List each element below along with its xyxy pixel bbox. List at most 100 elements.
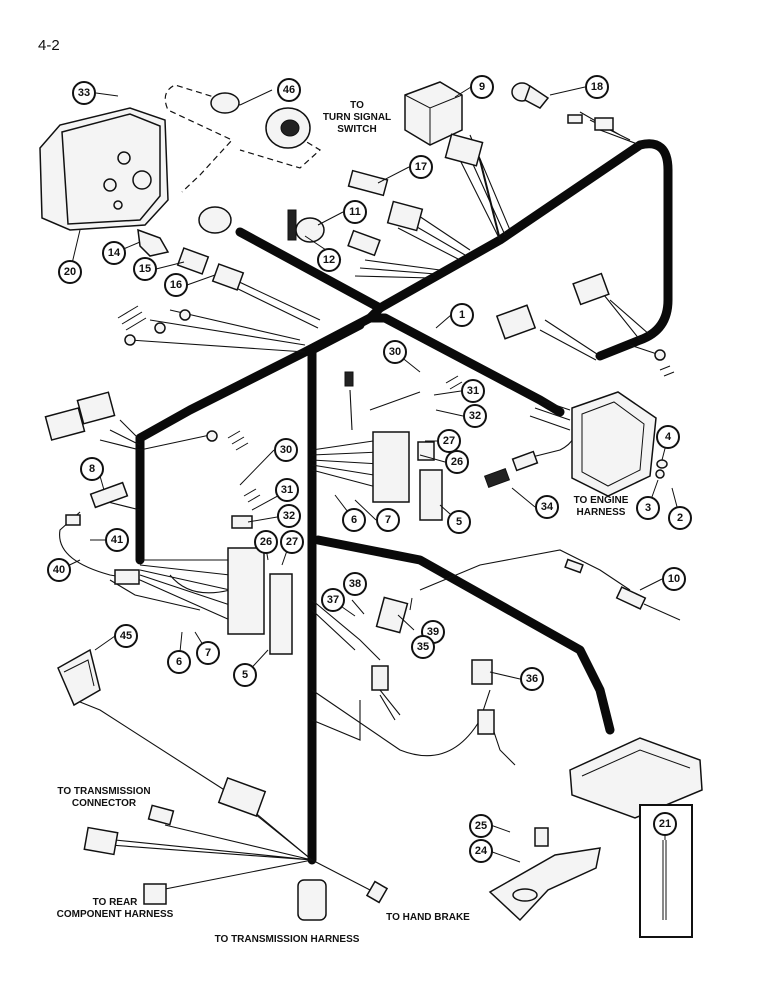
plug-18 [511,82,614,131]
callout-30a: 30 [383,340,407,364]
ground-symbols [117,305,675,503]
callout-7b: 7 [196,641,220,665]
callout-4: 4 [656,425,680,449]
connector-34 [483,450,539,489]
callout-6a: 6 [342,508,366,532]
callout-45: 45 [114,624,138,648]
svg-text:31: 31 [281,484,293,496]
callout-41: 41 [105,528,129,552]
svg-text:14: 14 [108,247,121,259]
svg-text:31: 31 [467,385,479,397]
svg-text:35: 35 [417,641,429,653]
instrument-housing [39,107,169,231]
callout-26a: 26 [445,450,469,474]
callout-9: 9 [470,75,494,99]
callout-26b: 26 [254,530,278,554]
svg-text:9: 9 [479,81,485,93]
callout-1: 1 [450,303,474,327]
switches-35-36 [371,596,495,735]
lower-left-connectors [83,776,389,921]
svg-text:7: 7 [385,514,391,526]
svg-text:10: 10 [668,573,680,585]
callout-21: 21 [653,812,677,836]
svg-text:6: 6 [351,514,357,526]
svg-text:27: 27 [443,435,455,447]
svg-text:5: 5 [242,669,248,681]
svg-text:24: 24 [475,845,488,857]
svg-text:46: 46 [283,84,295,96]
rocker-switch [57,648,101,707]
svg-text:16: 16 [170,279,182,291]
label-rear-harness-2: COMPONENT HARNESS [57,909,174,920]
svg-text:1: 1 [459,309,465,321]
callout-31b: 31 [275,478,299,502]
callout-32a: 32 [463,404,487,428]
label-transmission-connector-1: TO TRANSMISSION [57,786,150,797]
callout-2: 2 [668,506,692,530]
fuse-block-left [227,515,293,655]
callout-30b: 30 [274,438,298,462]
upper-right-connectors [347,133,666,361]
sensor-10 [564,558,681,621]
svg-text:17: 17 [415,161,427,173]
svg-text:40: 40 [53,564,65,576]
callout-33: 33 [72,81,96,105]
callout-10: 10 [662,567,686,591]
callout-20: 20 [58,260,82,284]
callout-6b: 6 [167,650,191,674]
callout-12: 12 [317,248,341,272]
svg-text:7: 7 [205,647,211,659]
svg-text:41: 41 [111,534,123,546]
engine-connector [571,391,668,497]
callout-5a: 5 [447,510,471,534]
callout-15: 15 [133,257,157,281]
callout-3: 3 [636,496,660,520]
label-turn-signal-3: SWITCH [337,124,376,135]
callout-5b: 5 [233,663,257,687]
callout-32b: 32 [277,504,301,528]
label-engine-harness-2: HARNESS [577,507,626,518]
callout-27a: 27 [437,429,461,453]
svg-text:4: 4 [665,431,672,443]
label-hand-brake: TO HAND BRAKE [386,912,470,923]
svg-text:8: 8 [89,463,95,475]
callout-8: 8 [80,457,104,481]
callout-38: 38 [343,572,367,596]
label-transmission-harness: TO TRANSMISSION HARNESS [215,934,360,945]
svg-text:37: 37 [327,594,339,606]
svg-text:26: 26 [260,536,272,548]
svg-text:6: 6 [176,656,182,668]
svg-text:26: 26 [451,456,463,468]
label-transmission-connector-2: CONNECTOR [72,798,137,809]
svg-text:39: 39 [427,626,439,638]
svg-text:15: 15 [139,263,151,275]
turn-signal-connector [164,84,322,193]
svg-text:11: 11 [349,206,361,218]
callout-7a: 7 [376,508,400,532]
label-rear-harness-1: TO REAR [93,897,139,908]
label-turn-signal-2: TURN SIGNAL [323,112,391,123]
svg-text:3: 3 [645,502,651,514]
svg-text:18: 18 [591,81,603,93]
bracket-24 [488,827,601,922]
page-number: 4-2 [38,37,60,54]
ignition-switch [198,206,325,243]
callout-11: 11 [343,200,367,224]
small-connectors [124,228,245,346]
callout-37: 37 [321,588,345,612]
text-labels: TO TURN SIGNAL SWITCH TO ENGINE HARNESS … [57,100,629,945]
callout-24: 24 [469,839,493,863]
svg-text:2: 2 [677,512,683,524]
callouts: 33 46 9 18 17 11 12 14 15 16 20 1 30 31 … [47,75,692,863]
callout-18: 18 [585,75,609,99]
svg-text:21: 21 [659,818,671,830]
svg-text:33: 33 [78,87,90,99]
svg-text:25: 25 [475,820,487,832]
svg-text:36: 36 [526,673,538,685]
svg-text:30: 30 [389,346,401,358]
label-engine-harness-1: TO ENGINE [574,495,629,506]
left-connectors [44,391,218,585]
svg-text:45: 45 [120,630,132,642]
callout-25: 25 [469,814,493,838]
